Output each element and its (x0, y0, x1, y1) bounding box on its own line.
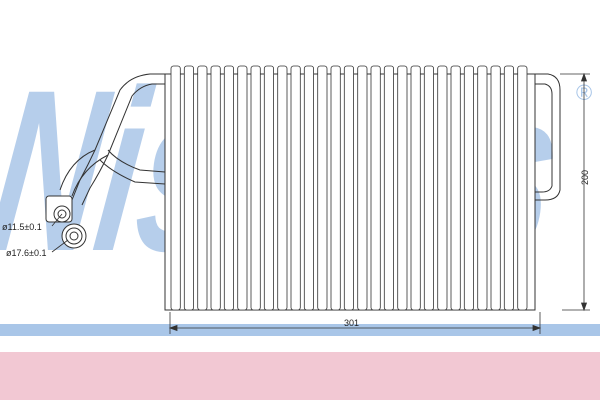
small-pipe-diameter-label: ø11.5±0.1 (2, 222, 42, 232)
core-fin (357, 65, 368, 311)
core-fin (410, 65, 421, 311)
core-fin (303, 65, 314, 311)
core-fin (290, 65, 301, 311)
core-fin (517, 65, 528, 311)
core-fin (170, 65, 181, 311)
pipe-assembly (59, 73, 561, 206)
core-fin (237, 65, 248, 311)
core-fin (183, 65, 195, 311)
core-fin (503, 65, 514, 311)
width-dimension (168, 312, 542, 334)
core-fin (250, 65, 261, 311)
pink-band (0, 352, 600, 400)
width-dimension-label: 301 (344, 318, 360, 328)
core-fin (330, 65, 341, 311)
core-fin (263, 65, 274, 311)
core-fin (197, 65, 208, 311)
core-fin (223, 65, 235, 311)
core-fin (317, 65, 328, 311)
core-fin (463, 65, 474, 311)
height-dimension (560, 72, 590, 312)
core-fin (370, 65, 381, 311)
core-fin (490, 65, 501, 311)
core-fin (450, 65, 461, 311)
core-fin (477, 65, 488, 311)
fin-group (170, 65, 528, 311)
core-fin (437, 65, 448, 311)
core-fin (210, 65, 221, 311)
core-fin (343, 65, 354, 311)
blue-band (0, 324, 600, 336)
core-fin (383, 65, 394, 311)
core-fin (277, 65, 288, 311)
large-pipe-diameter-label: ø17.6±0.1 (6, 248, 47, 258)
fittings (45, 195, 87, 249)
leader-lines (51, 213, 69, 253)
height-dimension-label: 200 (580, 169, 590, 185)
core-fin (397, 65, 408, 311)
core-fin (423, 65, 434, 311)
